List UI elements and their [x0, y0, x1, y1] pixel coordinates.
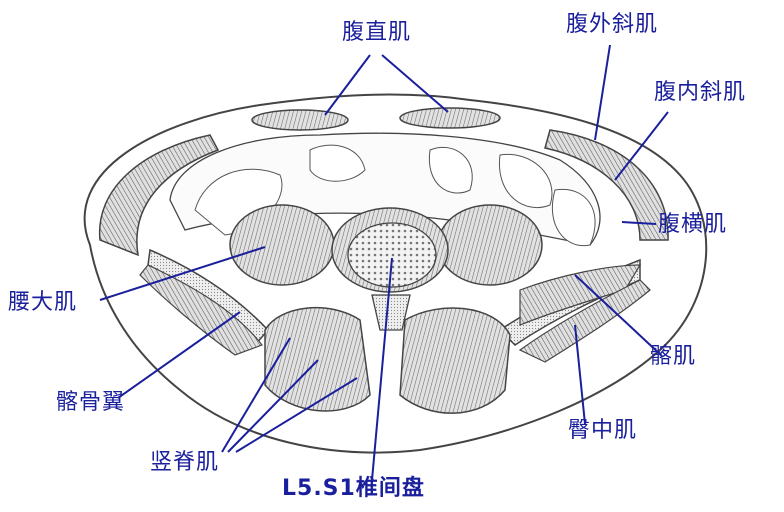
leader-iliacus	[574, 274, 663, 357]
leader-iliac-wing	[117, 311, 241, 399]
leader-psoas	[99, 246, 266, 301]
label-gluteus-medius: 臀中肌	[568, 418, 638, 443]
spinous-process	[371, 294, 411, 331]
rectus-right	[399, 107, 501, 129]
label-intervertebral-disc: L5.S1椎间盘	[282, 476, 425, 501]
leader-erector-3	[235, 377, 358, 453]
iliacus-right	[519, 264, 642, 326]
right-abdominal-wall	[544, 129, 669, 241]
leader-rectus-left	[324, 54, 371, 116]
label-psoas-major: 腰大肌	[8, 290, 78, 315]
left-abdominal-wall	[98, 134, 220, 257]
leader-erector-2	[227, 359, 319, 453]
leader-erector-1	[221, 337, 291, 453]
label-iliacus: 髂肌	[650, 344, 697, 369]
leader-ext-oblique	[594, 44, 611, 141]
leader-rectus-right	[381, 54, 449, 113]
leader-disc	[371, 257, 393, 481]
label-rectus-abdominis: 腹直肌	[342, 20, 412, 45]
erector-right	[399, 307, 511, 414]
label-erector-spinae: 竖脊肌	[150, 450, 220, 475]
leader-transversus	[621, 221, 657, 225]
gluteus-left	[139, 264, 263, 356]
label-transversus-abdominis: 腹横肌	[658, 212, 728, 237]
leader-int-oblique	[614, 111, 669, 181]
label-iliac-wing: 髂骨翼	[56, 390, 126, 415]
label-external-oblique: 腹外斜肌	[566, 12, 659, 37]
leader-gluteus	[574, 324, 586, 425]
label-internal-oblique: 腹内斜肌	[654, 80, 747, 105]
rectus-left	[251, 109, 349, 131]
gluteus-right	[518, 279, 651, 363]
disc-nucleus	[347, 222, 437, 288]
